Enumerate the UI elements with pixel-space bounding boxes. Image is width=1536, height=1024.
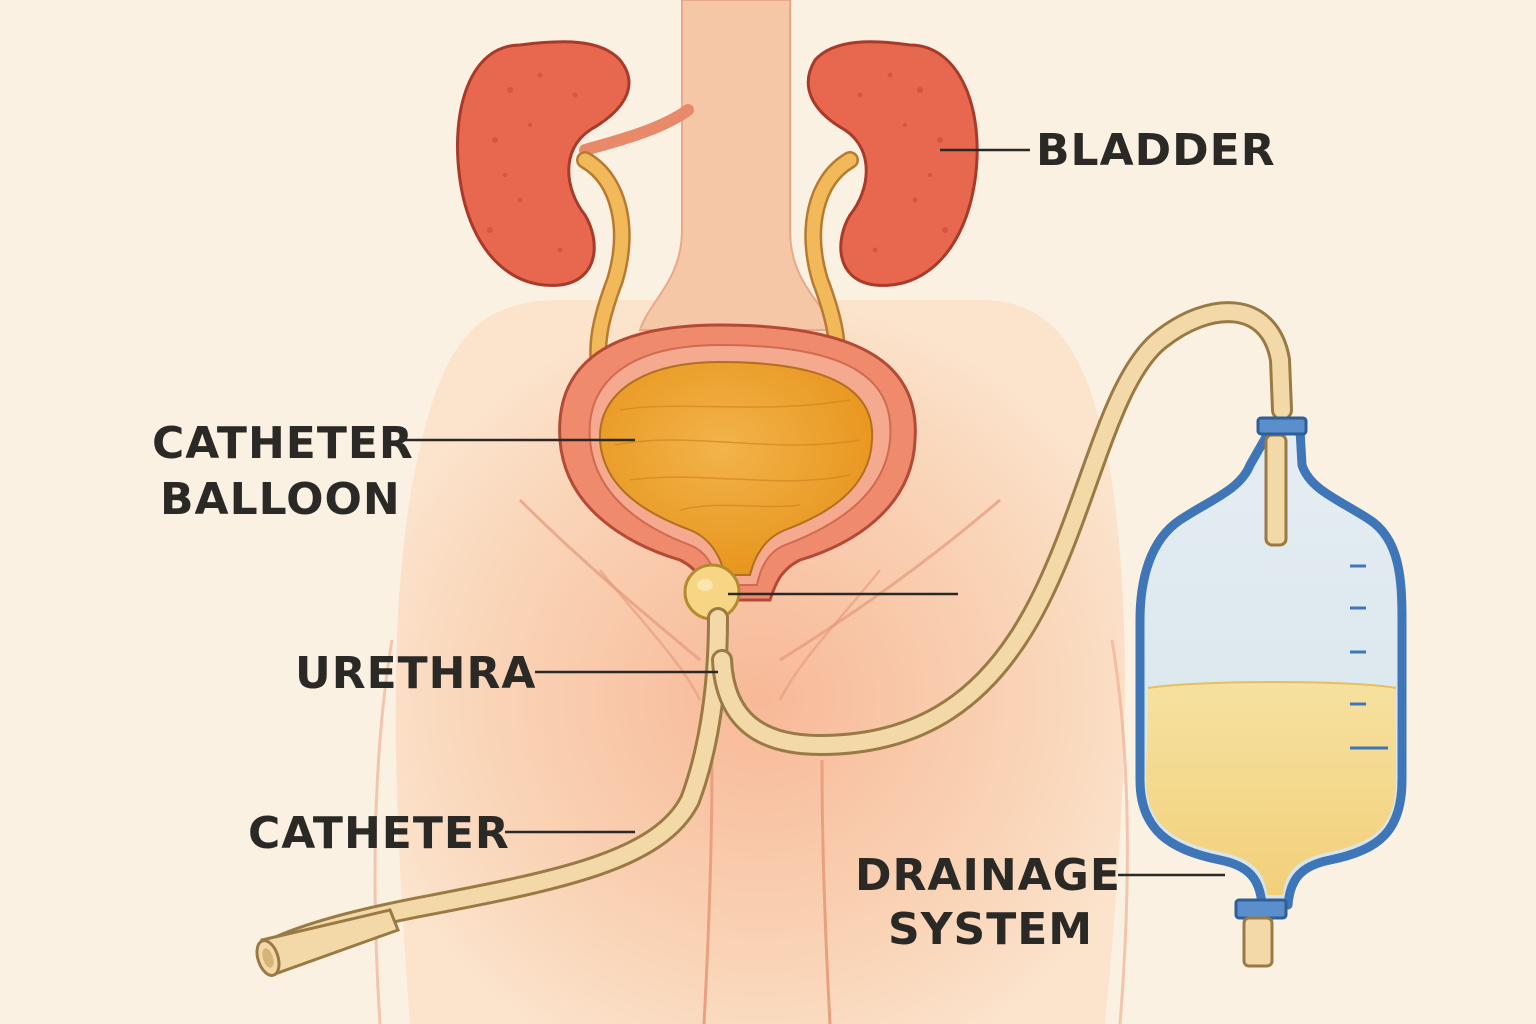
renal-vessel bbox=[579, 104, 694, 156]
label-urethra: URETHRA bbox=[295, 648, 536, 699]
label-catheter-balloon-1: CATHETER bbox=[152, 418, 414, 469]
label-drainage-1: DRAINAGE bbox=[855, 850, 1121, 901]
label-catheter-balloon-2: BALLOON bbox=[160, 474, 401, 525]
ureters bbox=[576, 151, 859, 384]
bladder bbox=[558, 323, 917, 602]
label-drainage-2: SYSTEM bbox=[888, 904, 1093, 955]
drainage-bag-fluid bbox=[1146, 682, 1396, 895]
leader-lines bbox=[405, 148, 1225, 877]
bag-graduation-marks bbox=[1350, 564, 1388, 750]
drainage-tubing bbox=[711, 301, 1293, 757]
catheter-tube bbox=[255, 607, 729, 977]
drainage-bag bbox=[1135, 416, 1407, 968]
label-catheter: CATHETER bbox=[248, 808, 510, 859]
left-kidney bbox=[456, 40, 631, 287]
urine-in-bladder bbox=[598, 360, 874, 576]
labels: BLADDER CATHETER BALLOON URETHRA CATHETE… bbox=[152, 125, 1276, 955]
spinal-column bbox=[638, 0, 837, 331]
label-bladder: BLADDER bbox=[1036, 125, 1276, 176]
right-kidney bbox=[806, 40, 979, 287]
